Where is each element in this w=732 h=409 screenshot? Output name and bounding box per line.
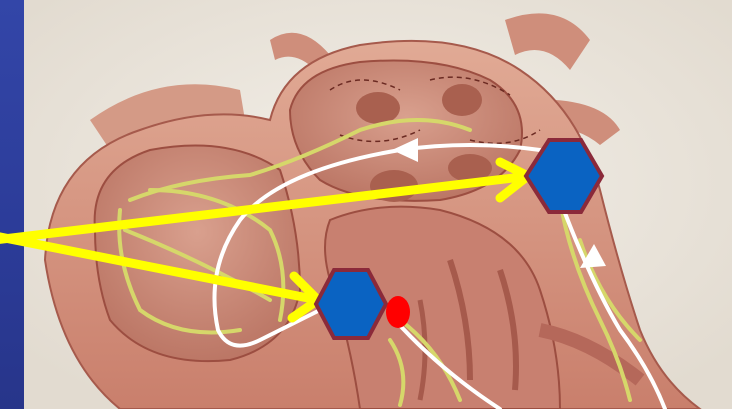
av-node-marker	[316, 270, 386, 338]
red-dot-marker	[386, 296, 410, 328]
